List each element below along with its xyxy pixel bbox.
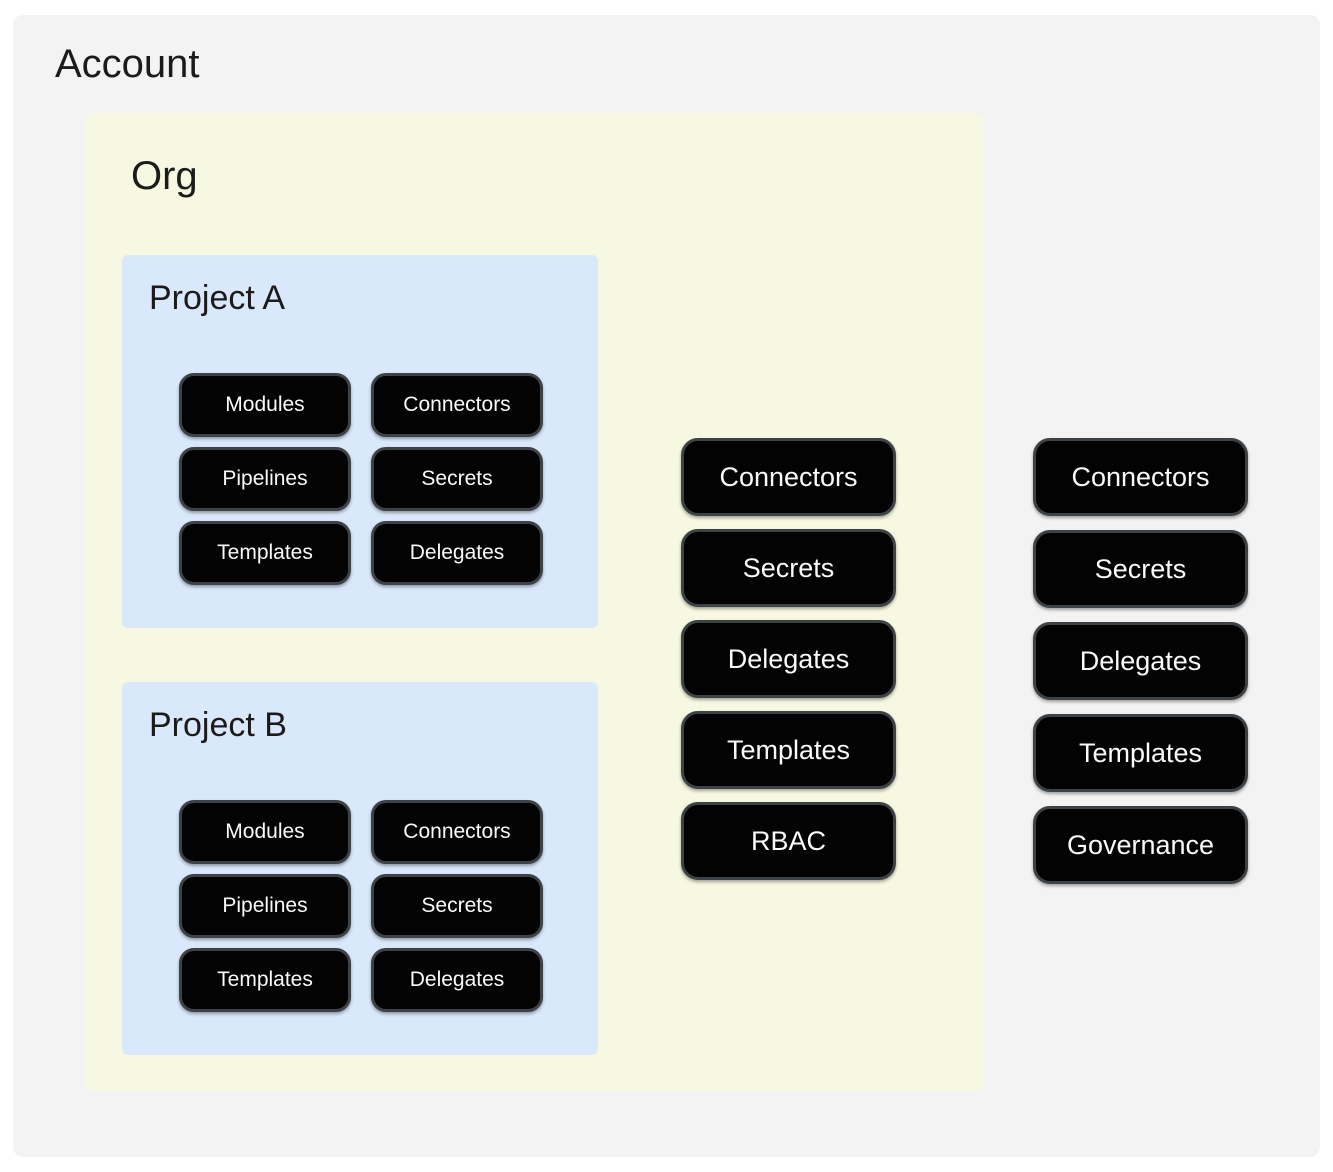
account-pill-connectors: Connectors [1033,438,1248,516]
account-title: Account [55,42,200,86]
project-a-pill-templates: Templates [179,521,351,585]
project-a-pill-pipelines: Pipelines [179,447,351,511]
project-a-pill-modules: Modules [179,373,351,437]
project-b-pill-secrets: Secrets [371,874,543,938]
account-pill-templates: Templates [1033,714,1248,792]
project-b-pill-connectors: Connectors [371,800,543,864]
project-b-container: Project B Modules Connectors Pipelines S… [122,682,598,1055]
account-container: Account Org Project A Modules Connectors… [13,15,1320,1157]
org-pill-connectors: Connectors [681,438,896,516]
project-a-pill-secrets: Secrets [371,447,543,511]
project-b-pill-grid: Modules Connectors Pipelines Secrets Tem… [179,800,543,1012]
project-b-title: Project B [149,706,287,744]
account-pill-delegates: Delegates [1033,622,1248,700]
project-a-title: Project A [149,279,286,317]
org-pill-rbac: RBAC [681,802,896,880]
org-pill-delegates: Delegates [681,620,896,698]
org-pill-secrets: Secrets [681,529,896,607]
account-pill-governance: Governance [1033,806,1248,884]
project-b-pill-modules: Modules [179,800,351,864]
org-pill-templates: Templates [681,711,896,789]
org-container: Org Project A Modules Connectors Pipelin… [85,113,984,1092]
project-b-pill-delegates: Delegates [371,948,543,1012]
account-scope-pills: Connectors Secrets Delegates Templates G… [1033,438,1248,884]
project-a-pill-grid: Modules Connectors Pipelines Secrets Tem… [179,373,543,585]
org-scope-pills: Connectors Secrets Delegates Templates R… [681,438,896,880]
account-pill-secrets: Secrets [1033,530,1248,608]
project-b-pill-templates: Templates [179,948,351,1012]
project-a-pill-connectors: Connectors [371,373,543,437]
project-b-pill-pipelines: Pipelines [179,874,351,938]
org-title: Org [131,154,198,198]
project-a-pill-delegates: Delegates [371,521,543,585]
project-a-container: Project A Modules Connectors Pipelines S… [122,255,598,628]
